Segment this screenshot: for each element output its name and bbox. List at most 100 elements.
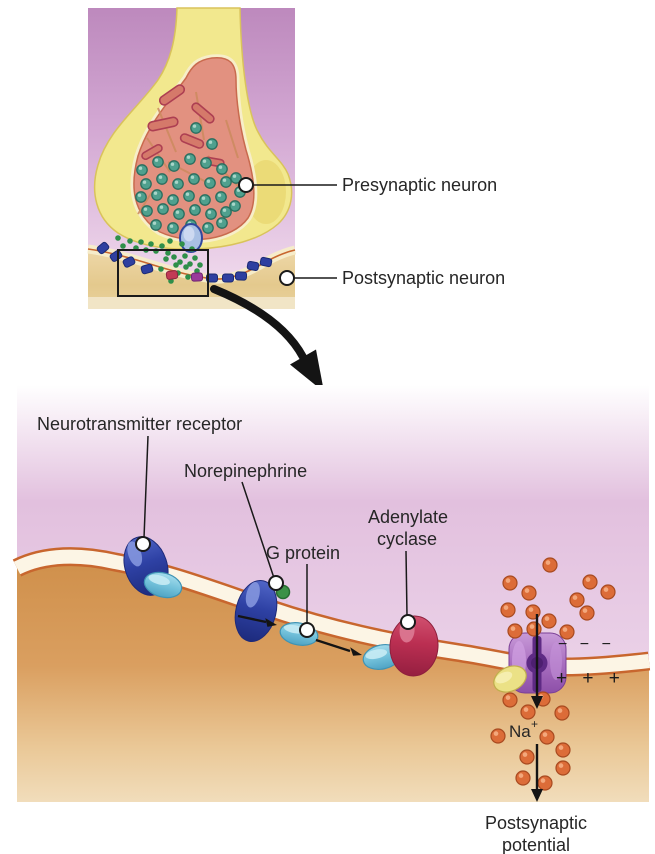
membrane-receptor <box>206 273 218 283</box>
synaptic-vesicle <box>136 164 148 176</box>
membrane-receptor <box>96 241 110 255</box>
neurotransmitter-dot <box>173 262 179 268</box>
membrane-receptor <box>222 273 234 283</box>
sodium-ion <box>520 704 536 720</box>
overview-receptor-row <box>96 241 273 283</box>
detail-labels: Neurotransmitter receptor Norepinephrine… <box>37 414 448 638</box>
synaptic-vesicle <box>190 122 202 134</box>
neurotransmitter-dot <box>194 268 200 274</box>
label-marker <box>135 536 151 552</box>
neurotransmitter-dot <box>197 262 203 268</box>
sodium-ion <box>507 623 523 639</box>
postsynaptic-potential-label-line2: potential <box>502 835 570 854</box>
sodium-ion <box>559 624 575 640</box>
terminal-shading <box>246 160 286 224</box>
synaptic-vesicle <box>189 204 201 216</box>
mitochondrion <box>147 116 179 132</box>
mitochondrion <box>179 133 205 149</box>
channel-subunit <box>493 665 527 693</box>
presynaptic-neuron-label: Presynaptic neuron <box>342 175 497 195</box>
neurotransmitter-dot <box>148 241 154 247</box>
sodium-superscript: + <box>531 717 538 731</box>
g-protein-1 <box>143 571 183 599</box>
fusing-vesicle <box>179 223 203 253</box>
neurotransmitter-dot <box>183 264 189 270</box>
activation-arrow-2 <box>315 638 362 656</box>
terminal-interior <box>130 54 258 253</box>
sodium-ion <box>539 729 555 745</box>
overview-panel: Presynaptic neuron Postsynaptic neuron <box>87 7 505 309</box>
adenylate-cyclase-label-line2: cyclase <box>377 529 437 549</box>
neurotransmitter-dot <box>115 235 121 241</box>
negative-charges: − − − <box>558 636 615 653</box>
membrane-receptor <box>246 261 260 271</box>
membrane-receptor <box>259 256 273 268</box>
sodium-ion <box>500 602 516 618</box>
synaptic-vesicle <box>204 177 216 189</box>
synaptic-vesicle <box>150 219 162 231</box>
synaptic-vesicle <box>135 191 147 203</box>
postsynaptic-cytoplasm <box>17 556 649 802</box>
label-line <box>143 435 149 539</box>
label-marker <box>238 177 254 193</box>
sodium-ion <box>537 775 553 791</box>
synaptic-vesicle <box>151 189 163 201</box>
sodium-ion <box>515 770 531 786</box>
synaptic-vesicle <box>167 194 179 206</box>
label-line <box>241 481 275 579</box>
neurotransmitter-dot <box>187 261 193 267</box>
mitochondrion <box>191 102 215 124</box>
membrane-receptor <box>122 256 136 268</box>
synaptic-vesicle <box>215 191 227 203</box>
sodium-ions-outside <box>500 557 616 640</box>
postsynaptic-potential-label-line1: Postsynaptic <box>485 813 587 833</box>
detail-panel: − − − + + + Na + Neurotransmitter recept… <box>12 385 651 802</box>
neurotransmitter-dot <box>185 274 191 280</box>
synaptic-vesicle <box>152 156 164 168</box>
neurotransmitter-dot <box>138 239 144 245</box>
synaptic-vesicle <box>188 173 200 185</box>
overview-labels: Presynaptic neuron Postsynaptic neuron <box>238 175 505 288</box>
synaptic-vesicle <box>200 157 212 169</box>
sodium-ion <box>555 742 571 758</box>
sodium-ion <box>502 575 518 591</box>
sodium-ion <box>600 584 616 600</box>
synaptic-vesicle <box>202 222 214 234</box>
sodium-label: Na <box>509 722 531 741</box>
ion-flow-arrow-upper <box>531 614 543 709</box>
label-marker <box>299 622 315 638</box>
synaptic-vesicle <box>220 176 232 188</box>
neurotransmitter-dot <box>120 243 126 249</box>
label-marker <box>279 270 295 286</box>
neurotransmitter-dot <box>171 254 177 260</box>
positive-charges: + + + <box>556 668 625 689</box>
ion-flow-arrow-lower <box>531 744 543 802</box>
neurotransmitter-dot <box>159 243 165 249</box>
adenylate-cyclase-label-line1: Adenylate <box>368 507 448 527</box>
synaptic-vesicle <box>230 172 242 184</box>
postsynaptic-neuron-label: Postsynaptic neuron <box>342 268 505 288</box>
mitochondrion <box>141 143 163 161</box>
membrane-receptor <box>190 272 204 282</box>
synaptic-vesicle <box>229 200 241 212</box>
sodium-ion <box>502 692 518 708</box>
membrane-receptor <box>234 271 248 281</box>
synaptic-vesicle <box>184 153 196 165</box>
sodium-ion <box>490 728 506 744</box>
norepinephrine-label: Norepinephrine <box>184 461 307 481</box>
synaptic-vesicle <box>183 190 195 202</box>
synaptic-vesicle <box>205 208 217 220</box>
neurotransmitter-dot <box>182 253 188 259</box>
synaptic-vesicle <box>220 206 232 218</box>
sodium-ion <box>579 605 595 621</box>
mitochondrion <box>158 84 186 106</box>
synaptic-vesicle <box>206 138 218 150</box>
neurotransmitter-dot <box>167 238 173 244</box>
sodium-ion <box>521 585 537 601</box>
membrane-receptor <box>140 263 154 275</box>
neurotransmitter-dot <box>163 256 169 262</box>
neurotransmitter-dot <box>179 241 185 247</box>
sodium-ion <box>526 621 542 637</box>
